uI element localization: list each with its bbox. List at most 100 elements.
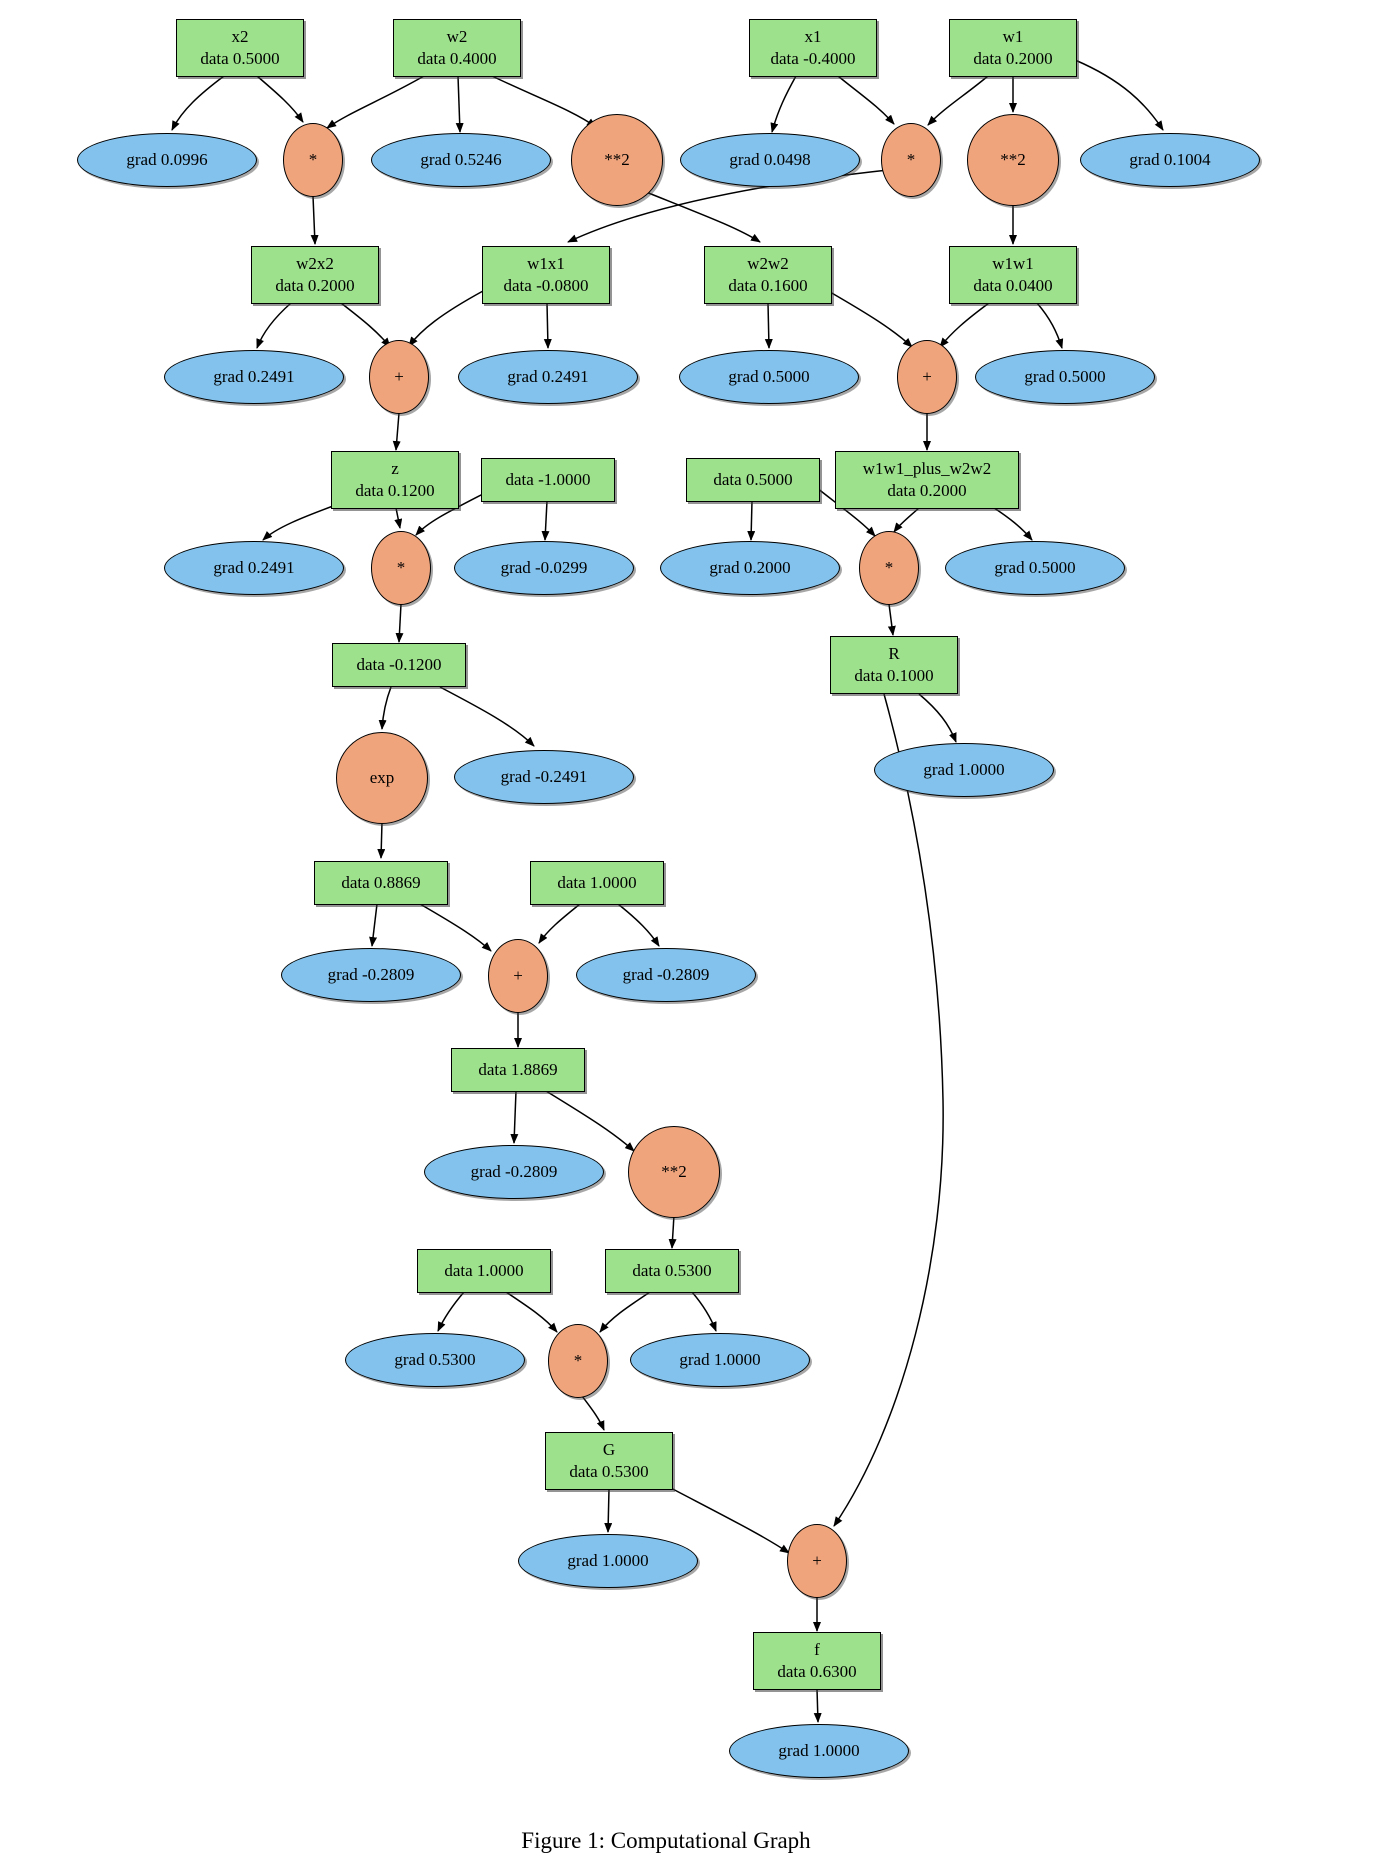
grad-w2w2: grad 0.5000 xyxy=(679,350,859,404)
grad-text: grad -0.0299 xyxy=(500,558,588,578)
grad-z: grad 0.2491 xyxy=(164,541,344,595)
op-add-f-icon: + xyxy=(787,1524,847,1598)
op-mul-w1x1-icon: * xyxy=(881,123,941,197)
node-label: w2x2 xyxy=(296,254,334,274)
grad-R: grad 1.0000 xyxy=(874,743,1054,797)
op-mul-G-icon: * xyxy=(548,1324,608,1398)
node-data: data 0.2000 xyxy=(973,49,1053,68)
op-symbol: exp xyxy=(369,768,395,788)
value-node-x2: x2 data 0.5000 xyxy=(176,19,304,77)
grad-exp-out: grad -0.2809 xyxy=(281,948,461,1002)
op-symbol: **2 xyxy=(604,150,630,170)
value-node-w2w2: w2w2 data 0.1600 xyxy=(704,246,832,304)
grad-text: grad 1.0000 xyxy=(778,1741,860,1761)
grad-text: grad 0.2000 xyxy=(709,558,791,578)
value-node-neg-z: data -0.1200 xyxy=(332,643,466,687)
op-symbol: **2 xyxy=(1000,150,1026,170)
node-label: G xyxy=(602,1440,616,1460)
op-add-z-icon: + xyxy=(369,340,429,414)
node-label: w2 xyxy=(446,27,468,47)
grad-w2x2: grad 0.2491 xyxy=(164,350,344,404)
node-label: w1w1_plus_w2w2 xyxy=(862,459,992,479)
grad-text: grad -0.2809 xyxy=(470,1162,558,1182)
op-add-sum-icon: + xyxy=(897,340,957,414)
value-node-R: R data 0.1000 xyxy=(830,636,958,694)
grad-text: grad 0.2491 xyxy=(507,367,589,387)
node-data: data 0.5000 xyxy=(713,470,793,490)
value-node-const-one-a: data 1.0000 xyxy=(530,861,664,905)
value-node-const-neg1: data -1.0000 xyxy=(481,458,615,502)
op-pow2-w2-icon: **2 xyxy=(571,114,663,206)
op-mul-z-icon: * xyxy=(371,531,431,605)
grad-text: grad 0.5000 xyxy=(994,558,1076,578)
grad-text: grad 0.5000 xyxy=(1024,367,1106,387)
grad-const-one-b: grad 0.5300 xyxy=(345,1333,525,1387)
node-data: data 0.2000 xyxy=(887,481,967,500)
value-node-exp-out: data 0.8869 xyxy=(314,861,448,905)
grad-text: grad 0.1004 xyxy=(1129,150,1211,170)
value-node-w2: w2 data 0.4000 xyxy=(393,19,521,77)
grad-neg-z: grad -0.2491 xyxy=(454,750,634,804)
node-data: data -0.0800 xyxy=(503,276,589,295)
grad-G: grad 1.0000 xyxy=(518,1534,698,1588)
node-label: w2w2 xyxy=(747,254,789,274)
op-pow2-sum-icon: **2 xyxy=(628,1126,720,1218)
node-data: data 0.1600 xyxy=(728,276,808,295)
grad-w1w1-plus-w2w2: grad 0.5000 xyxy=(945,541,1125,595)
node-label: w1 xyxy=(1002,27,1024,47)
node-data: data -1.0000 xyxy=(505,470,591,490)
node-label: x2 xyxy=(231,27,249,47)
value-node-w1: w1 data 0.2000 xyxy=(949,19,1077,77)
grad-const-neg1: grad -0.0299 xyxy=(454,541,634,595)
node-data: data 0.6300 xyxy=(777,1662,857,1681)
grad-text: grad 0.2491 xyxy=(213,367,295,387)
op-mul-R-icon: * xyxy=(859,531,919,605)
node-data: data 0.1200 xyxy=(355,481,435,500)
node-label: f xyxy=(814,1640,820,1660)
node-data: data 0.8869 xyxy=(341,873,421,893)
grad-const-half: grad 0.2000 xyxy=(660,541,840,595)
grad-text: grad 0.5246 xyxy=(420,150,502,170)
op-symbol: + xyxy=(394,367,404,387)
op-exp-icon: exp xyxy=(336,732,428,824)
op-symbol: * xyxy=(396,558,406,578)
grad-text: grad 1.0000 xyxy=(679,1350,761,1370)
grad-text: grad -0.2491 xyxy=(500,767,588,787)
value-node-x1: x1 data -0.4000 xyxy=(749,19,877,77)
node-label: z xyxy=(391,459,399,479)
node-label: w1w1 xyxy=(992,254,1034,274)
node-data: data 0.2000 xyxy=(275,276,355,295)
node-data: data -0.4000 xyxy=(770,49,856,68)
op-add-exp1-icon: + xyxy=(488,939,548,1013)
grad-text: grad 0.2491 xyxy=(213,558,295,578)
value-node-z: z data 0.1200 xyxy=(331,451,459,509)
value-node-f: f data 0.6300 xyxy=(753,1632,881,1690)
grad-text: grad 0.0498 xyxy=(729,150,811,170)
op-symbol: + xyxy=(513,966,523,986)
op-symbol: * xyxy=(573,1351,583,1371)
value-node-sum-out: data 1.8869 xyxy=(451,1048,585,1092)
grad-w1x1: grad 0.2491 xyxy=(458,350,638,404)
grad-x2: grad 0.0996 xyxy=(77,133,257,187)
grad-f: grad 1.0000 xyxy=(729,1724,909,1778)
grad-w2: grad 0.5246 xyxy=(371,133,551,187)
value-node-w2x2: w2x2 data 0.2000 xyxy=(251,246,379,304)
value-node-w1w1: w1w1 data 0.0400 xyxy=(949,246,1077,304)
op-symbol: * xyxy=(906,150,916,170)
node-data: data 0.0400 xyxy=(973,276,1053,295)
grad-text: grad 0.5000 xyxy=(728,367,810,387)
grad-text: grad 1.0000 xyxy=(567,1551,649,1571)
node-label: R xyxy=(888,644,900,664)
grad-x1: grad 0.0498 xyxy=(680,133,860,187)
node-data: data 0.5300 xyxy=(569,1462,649,1481)
op-symbol: + xyxy=(922,367,932,387)
grad-sum-out: grad -0.2809 xyxy=(424,1145,604,1199)
grad-w1: grad 0.1004 xyxy=(1080,133,1260,187)
node-label: x1 xyxy=(804,27,822,47)
node-data: data 1.8869 xyxy=(478,1060,558,1080)
grad-text: grad -0.2809 xyxy=(622,965,710,985)
value-node-G: G data 0.5300 xyxy=(545,1432,673,1490)
grad-sq-out: grad 1.0000 xyxy=(630,1333,810,1387)
